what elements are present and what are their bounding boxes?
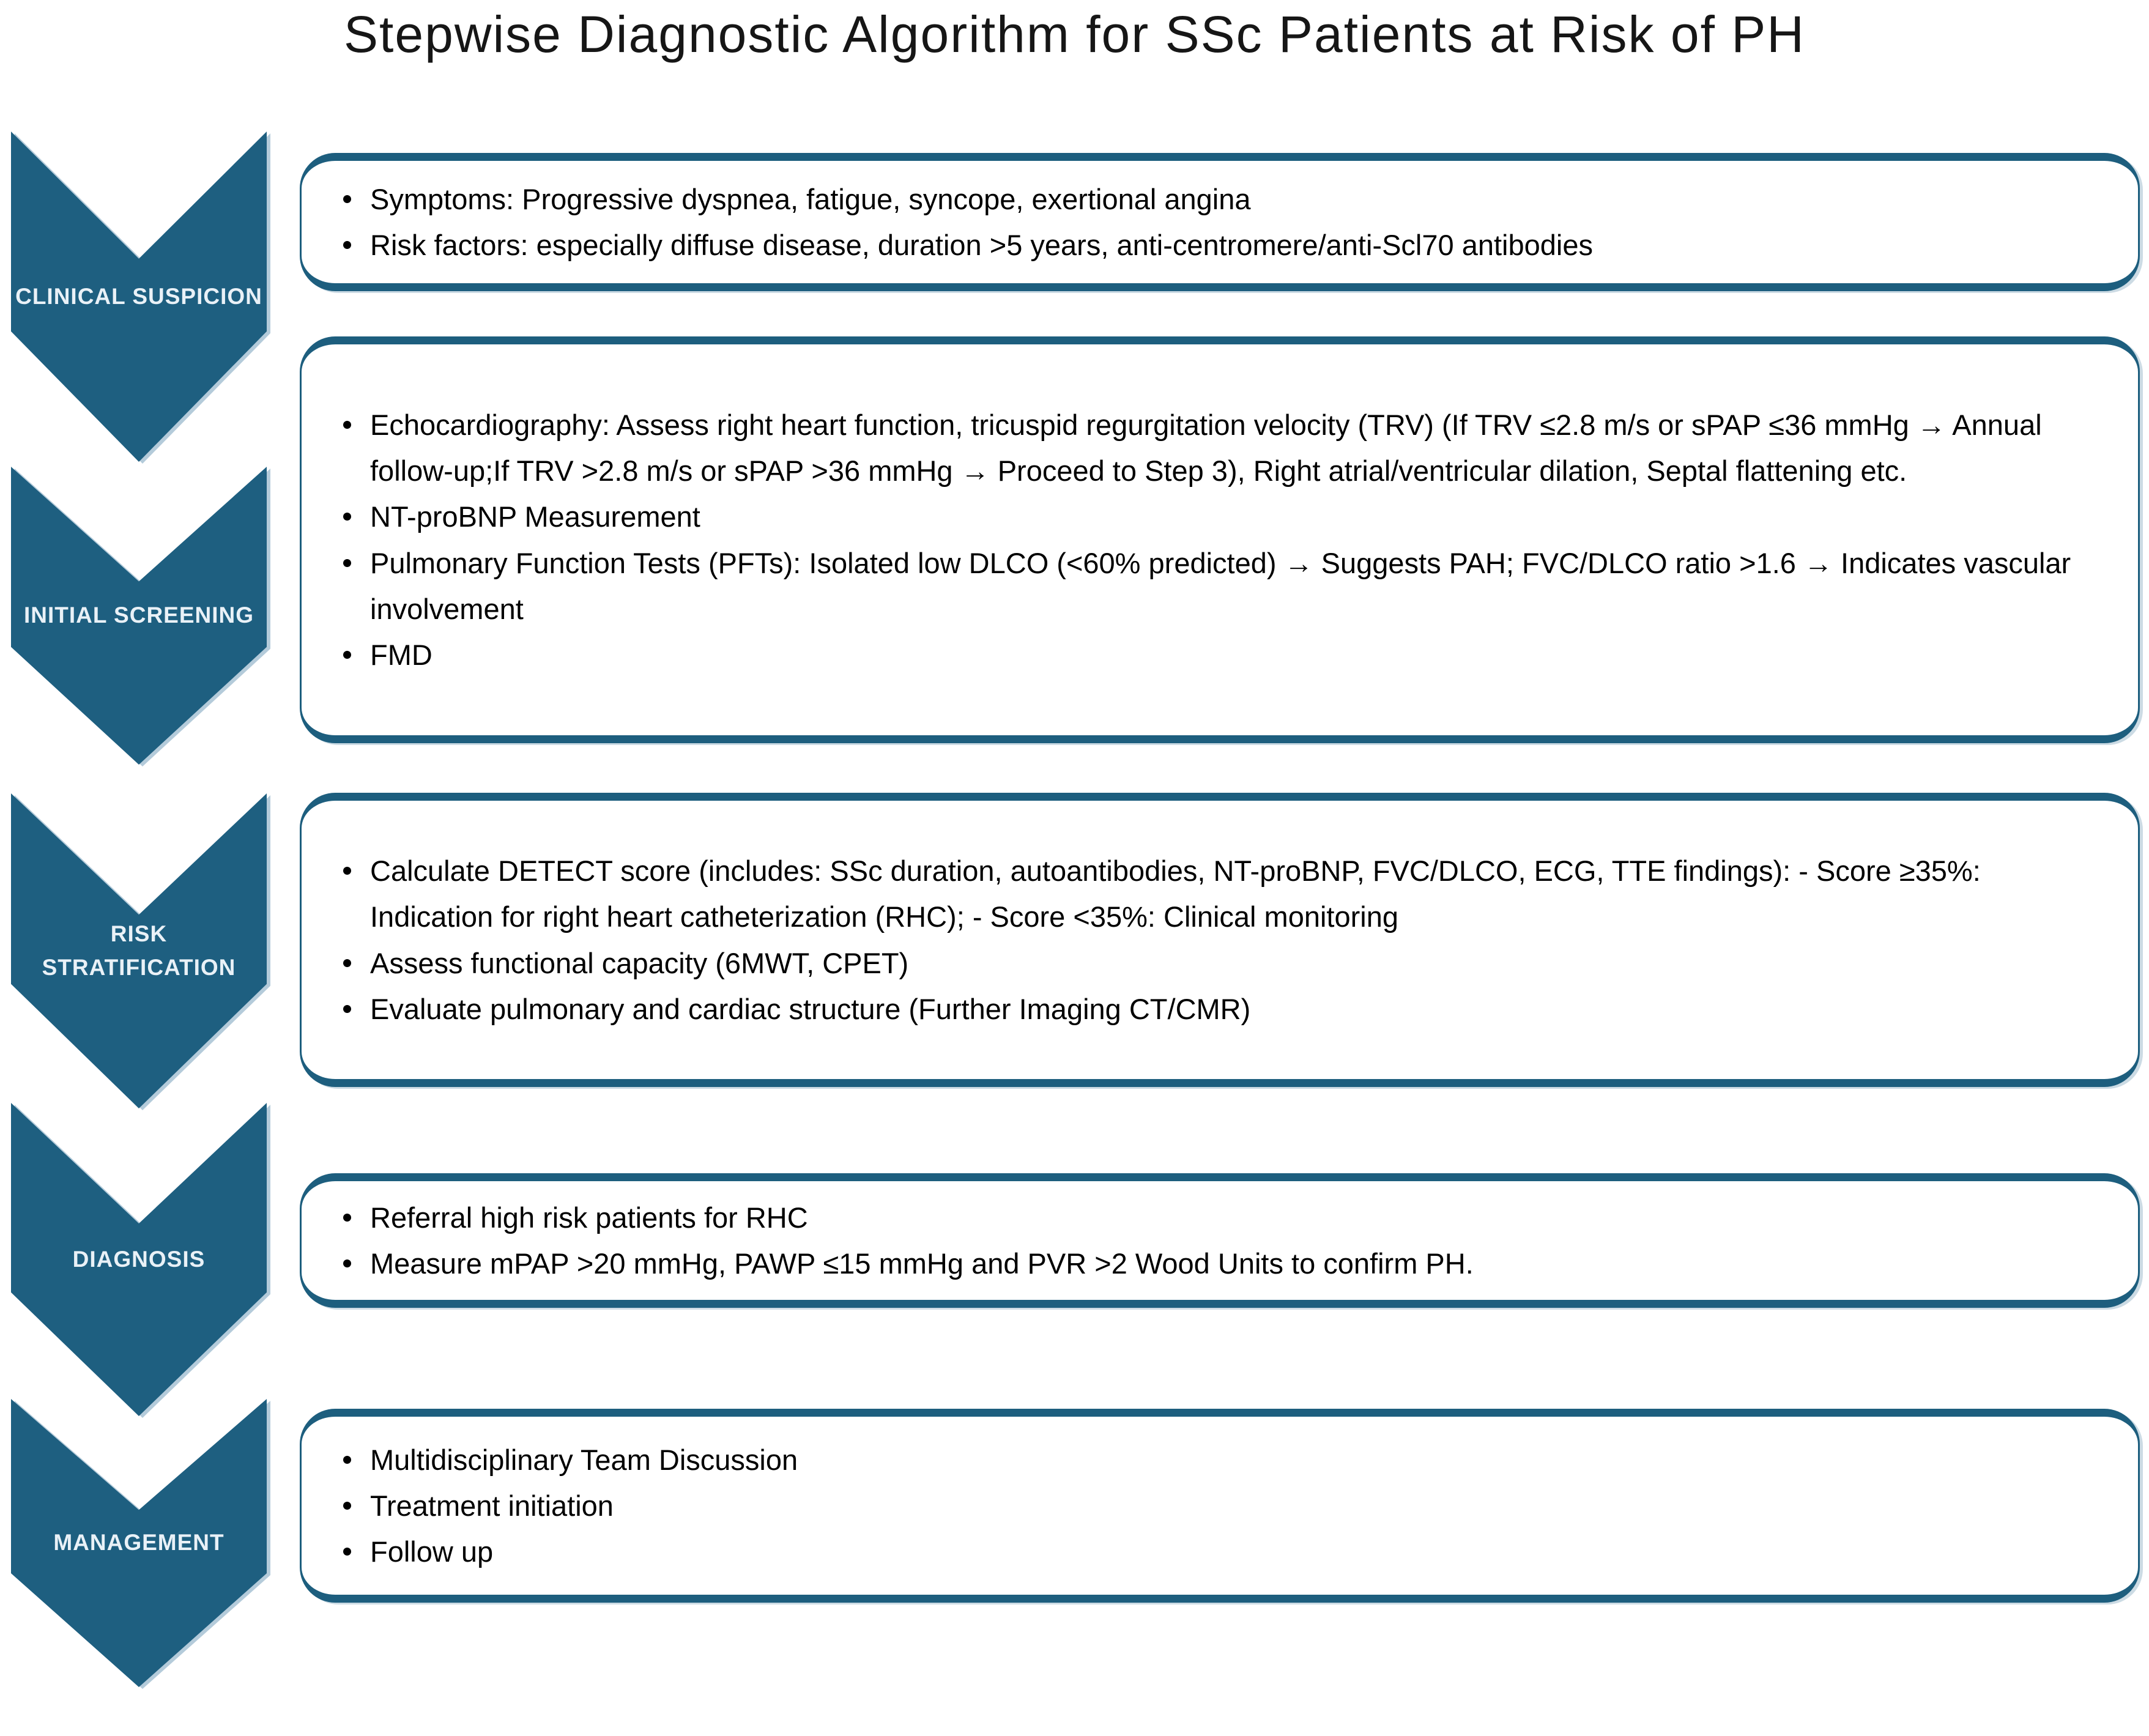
chevron-label: INITIAL SCREENING <box>23 603 254 628</box>
step-chevron-management: MANAGEMENT <box>11 1399 267 1687</box>
bullet-item: Pulmonary Function Tests (PFTs): Isolate… <box>341 540 2077 632</box>
bullet-item: Echocardiography: Assess right heart fun… <box>341 402 2077 494</box>
step-chevron-initial-screening: INITIAL SCREENING <box>11 467 267 765</box>
bullet-item: Evaluate pulmonary and cardiac structure… <box>341 986 2077 1032</box>
page-title: Stepwise Diagnostic Algorithm for SSc Pa… <box>344 6 1805 63</box>
chevron-down-icon: INITIAL SCREENING <box>11 467 267 765</box>
chevron-down-icon: DIAGNOSIS <box>11 1103 267 1416</box>
step-box-clinical-suspicion: Symptoms: Progressive dyspnea, fatigue, … <box>300 153 2140 291</box>
step-box-risk-stratification: Calculate DETECT score (includes: SSc du… <box>300 793 2140 1087</box>
bullet-item: Referral high risk patients for RHC <box>341 1195 2077 1241</box>
bullet-item: Calculate DETECT score (includes: SSc du… <box>341 848 2077 940</box>
chevron-down-icon: CLINICAL SUSPICION <box>11 132 267 462</box>
chevron-label: MANAGEMENT <box>53 1530 225 1556</box>
bullet-item: Follow up <box>341 1529 2077 1575</box>
bullet-item: FMD <box>341 632 2077 678</box>
step-chevron-risk-stratification: RISK STRATIFICATION <box>11 793 267 1108</box>
chevron-down-icon: RISK STRATIFICATION <box>11 793 267 1108</box>
bullet-list: Echocardiography: Assess right heart fun… <box>341 402 2077 678</box>
bullet-item: NT-proBNP Measurement <box>341 494 2077 540</box>
bullet-item: Measure mPAP >20 mmHg, PAWP ≤15 mmHg and… <box>341 1241 2077 1286</box>
bullet-item: Treatment initiation <box>341 1483 2077 1529</box>
bullet-list: Symptoms: Progressive dyspnea, fatigue, … <box>341 176 2077 268</box>
chevron-label: CLINICAL SUSPICION <box>15 283 262 309</box>
bullet-item: Assess functional capacity (6MWT, CPET) <box>341 940 2077 986</box>
step-chevron-diagnosis: DIAGNOSIS <box>11 1103 267 1416</box>
bullet-item: Symptoms: Progressive dyspnea, fatigue, … <box>341 176 2077 222</box>
bullet-item: Multidisciplinary Team Discussion <box>341 1437 2077 1483</box>
chevron-down-icon: MANAGEMENT <box>11 1399 267 1687</box>
bullet-list: Calculate DETECT score (includes: SSc du… <box>341 848 2077 1032</box>
step-chevron-clinical-suspicion: CLINICAL SUSPICION <box>11 132 267 462</box>
chevron-label: RISK STRATIFICATION <box>42 921 236 980</box>
bullet-item: Risk factors: especially diffuse disease… <box>341 222 2077 268</box>
step-box-initial-screening: Echocardiography: Assess right heart fun… <box>300 336 2140 743</box>
chevron-label: DIAGNOSIS <box>72 1246 206 1272</box>
